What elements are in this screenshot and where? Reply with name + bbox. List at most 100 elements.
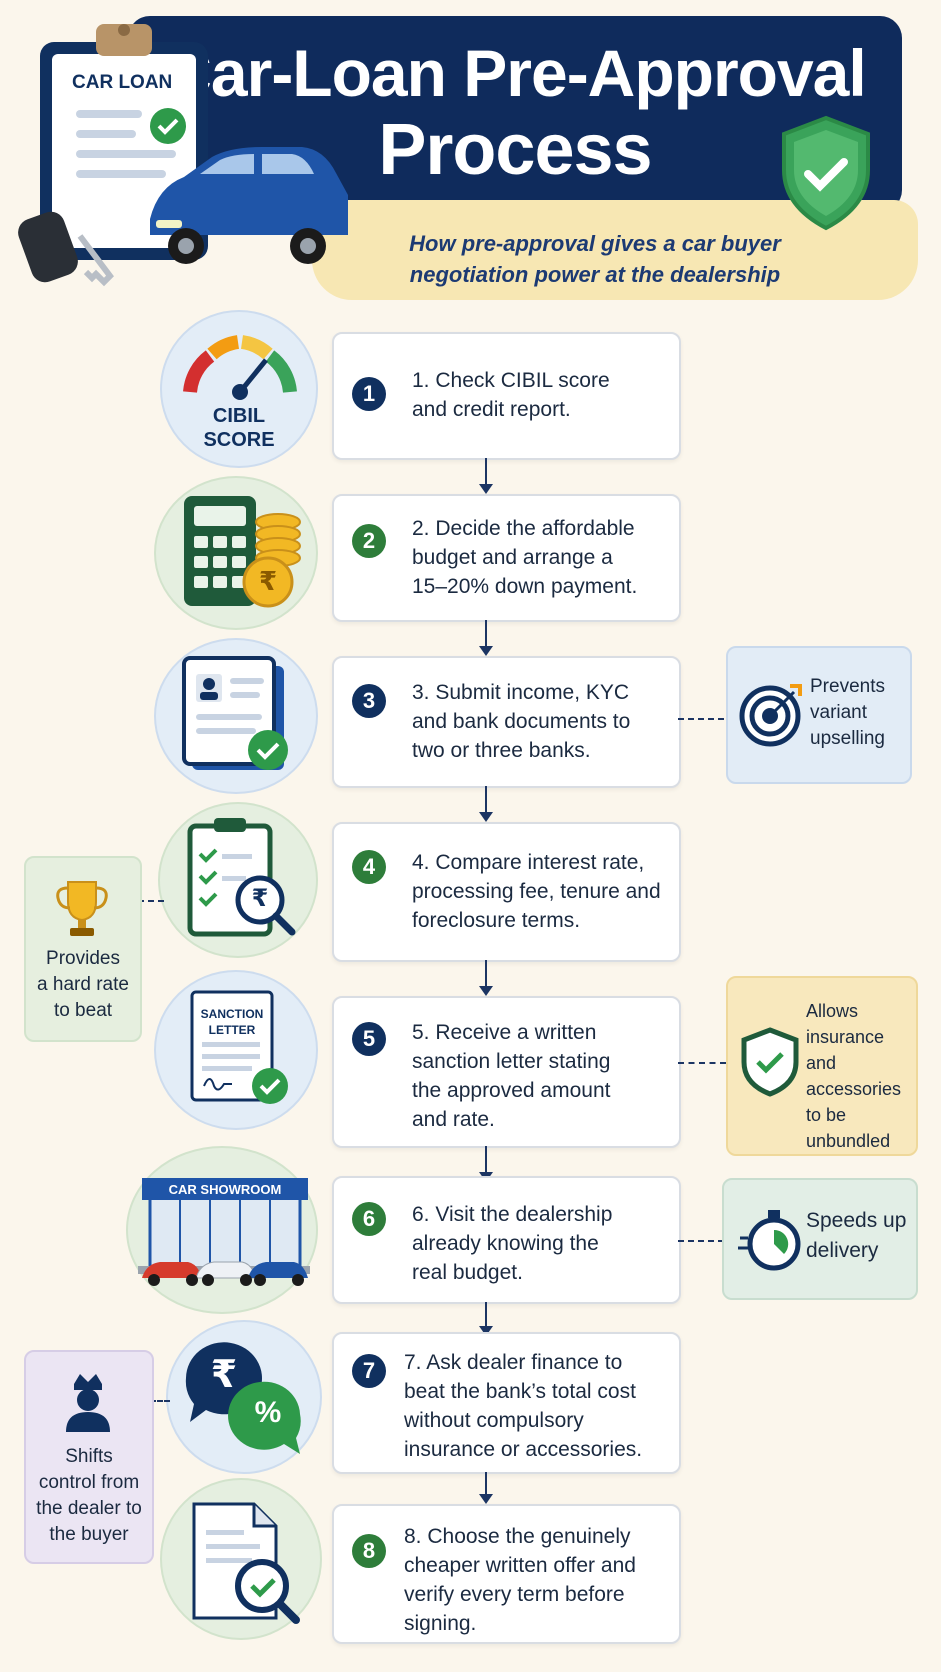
flow-arrow <box>479 786 493 822</box>
sanction-label: SANCTION <box>200 1007 264 1021</box>
step-3-line: and bank documents to <box>412 710 631 733</box>
step-number-8: 8 <box>352 1534 386 1568</box>
step-card-6: 6 6. Visit the dealership already knowin… <box>332 1176 681 1304</box>
benefit-line: Shifts <box>65 1446 113 1467</box>
benefit-line: the buyer <box>49 1524 129 1545</box>
flow-arrow <box>479 1302 493 1336</box>
benefit-line: to be <box>806 1105 847 1125</box>
trophy-icon <box>56 881 108 936</box>
flow-arrow <box>479 1146 493 1182</box>
rupee-symbol: ₹ <box>251 885 269 912</box>
step-6-line: already knowing the <box>412 1232 599 1255</box>
stopwatch-icon <box>738 1210 801 1271</box>
sanction-letter-icon: SANCTION LETTER <box>154 970 318 1130</box>
benefit-line: a hard rate <box>37 974 129 995</box>
step-2-line: 2. Decide the affordable <box>412 517 635 540</box>
flow-arrow <box>479 1472 493 1504</box>
rupee-percent-bubbles-icon: ₹ % <box>166 1320 322 1474</box>
connector-line <box>150 1400 170 1402</box>
step-3-line: two or three banks. <box>412 739 591 762</box>
calculator-coins-icon: ₹ <box>154 476 318 630</box>
benefit-line: Prevents <box>810 676 885 697</box>
step-2-line: 15–20% down payment. <box>412 575 638 598</box>
car-loan-illustration-icon <box>18 24 348 287</box>
benefit-line: unbundled <box>806 1131 891 1151</box>
documents-icon <box>154 638 318 794</box>
rupee-symbol: ₹ <box>258 566 278 596</box>
flow-arrow <box>479 458 493 494</box>
title-line-2: Process <box>378 110 652 190</box>
benefit-line: accessories <box>806 1079 902 1099</box>
step-4-line: 4. Compare interest rate, <box>412 851 645 874</box>
step-card-5: 5 5. Receive a written sanction letter s… <box>332 996 681 1148</box>
showroom-sign: CAR SHOWROOM <box>168 1182 282 1197</box>
step-4-line: processing fee, tenure and <box>412 880 661 903</box>
benefit-box-hard-rate: Provides a hard rate to beat <box>24 856 142 1042</box>
step-4-line: foreclosure terms. <box>412 909 581 932</box>
connector-line <box>138 900 164 902</box>
step-7-line: 7. Ask dealer finance to <box>404 1351 623 1374</box>
step-6-line: real budget. <box>412 1261 523 1284</box>
benefit-line: variant <box>810 702 868 723</box>
step-3-line: 3. Submit income, KYC <box>412 681 630 704</box>
cibil-label: CIBIL <box>212 405 266 427</box>
step-number-5: 5 <box>352 1022 386 1056</box>
page-title: Car-Loan Pre-Approval Process <box>150 36 880 190</box>
crowned-person-icon <box>66 1374 110 1432</box>
subtitle-line-2: negotiation power at the dealership <box>409 262 781 287</box>
cibil-gauge-icon: CIBIL SCORE <box>160 310 318 468</box>
benefit-line: Provides <box>46 948 120 969</box>
document-verify-icon <box>160 1478 322 1640</box>
step-number-2: 2 <box>352 524 386 558</box>
step-7-line: without compulsory <box>404 1409 584 1432</box>
shield-check-icon <box>782 115 870 231</box>
step-2-line: budget and arrange a <box>412 546 613 569</box>
step-card-8: 8 8. Choose the genuinely cheaper writte… <box>332 1504 681 1644</box>
percent-symbol: % <box>254 1396 282 1429</box>
target-icon <box>739 684 802 747</box>
benefit-line: insurance and <box>806 1027 885 1073</box>
step-5-line: the approved amount <box>412 1079 611 1102</box>
step-card-1: 1 1. Check CIBIL score and credit report… <box>332 332 681 460</box>
step-1-line: 1. Check CIBIL score <box>412 369 610 392</box>
step-5-line: and rate. <box>412 1108 495 1131</box>
car-showroom-icon: CAR SHOWROOM <box>126 1146 318 1314</box>
benefit-line: Speeds up <box>806 1209 907 1232</box>
step-5-line: sanction letter stating <box>412 1050 611 1073</box>
step-1-line: and credit report. <box>412 398 571 421</box>
step-7-line: insurance or accessories. <box>404 1438 643 1461</box>
step-card-2: 2 2. Decide the affordable budget and ar… <box>332 494 681 622</box>
benefit-line: upselling <box>810 728 885 749</box>
connector-line <box>678 1240 724 1242</box>
score-label: SCORE <box>203 429 275 451</box>
step-5-line: 5. Receive a written <box>412 1021 597 1044</box>
page-subtitle: How pre-approval gives a car buyer negot… <box>360 228 830 290</box>
step-number-6: 6 <box>352 1202 386 1236</box>
letter-label: LETTER <box>208 1023 256 1037</box>
connector-line <box>678 718 724 720</box>
benefit-line: to beat <box>53 1000 113 1021</box>
benefit-box-prevents-upselling: Prevents variant upselling <box>726 646 912 784</box>
step-8-line: signing. <box>404 1612 477 1635</box>
step-card-7: 7 7. Ask dealer finance to beat the bank… <box>332 1332 681 1474</box>
benefit-box-unbundled: Allows insurance and accessories to be u… <box>726 976 918 1156</box>
connector-line <box>678 1062 726 1064</box>
step-card-3: 3 3. Submit income, KYC and bank documen… <box>332 656 681 788</box>
step-8-line: verify every term before <box>404 1583 625 1606</box>
step-8-line: 8. Choose the genuinely <box>404 1525 631 1548</box>
step-card-4: 4 4. Compare interest rate, processing f… <box>332 822 681 962</box>
title-line-1: Car-Loan Pre-Approval <box>164 36 866 110</box>
benefit-line: delivery <box>806 1239 879 1262</box>
benefit-line: Allows <box>806 1001 859 1021</box>
benefit-line: control from <box>38 1472 140 1493</box>
flow-arrow <box>479 960 493 996</box>
benefit-box-shifts-control: Shifts control from the dealer to the bu… <box>24 1350 154 1564</box>
step-7-line: beat the bank’s total cost <box>404 1380 636 1403</box>
step-8-line: cheaper written offer and <box>404 1554 636 1577</box>
clipboard-label: CAR LOAN <box>72 72 173 93</box>
flow-arrow <box>479 620 493 656</box>
step-6-line: 6. Visit the dealership <box>412 1203 613 1226</box>
shield-check-icon <box>741 1027 799 1097</box>
rupee-symbol: ₹ <box>210 1354 238 1396</box>
step-number-1: 1 <box>352 377 386 411</box>
